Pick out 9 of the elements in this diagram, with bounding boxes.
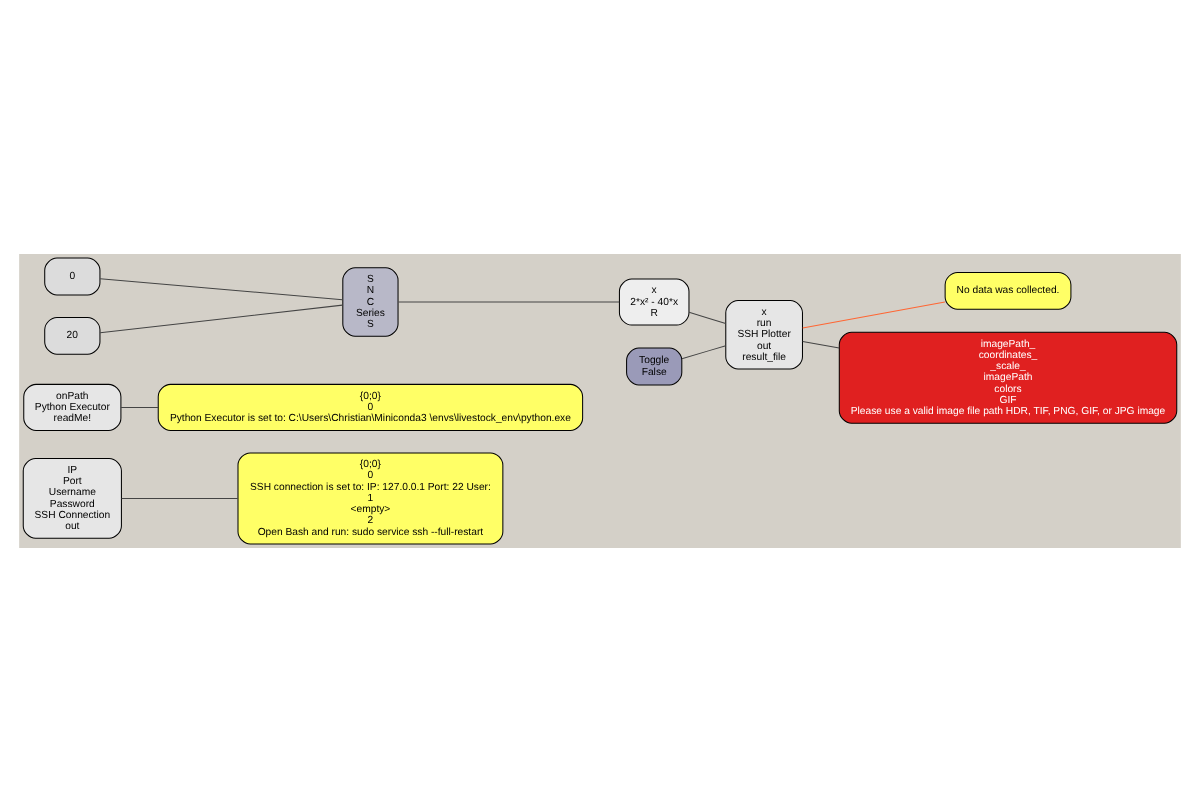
connector bbox=[802, 339, 840, 348]
connector bbox=[397, 300, 620, 302]
connector bbox=[802, 300, 946, 328]
connector bbox=[99, 277, 343, 300]
connector bbox=[681, 344, 727, 359]
connector bbox=[688, 310, 727, 323]
connector bbox=[99, 303, 343, 333]
connector bbox=[120, 405, 159, 407]
connector bbox=[121, 496, 239, 498]
